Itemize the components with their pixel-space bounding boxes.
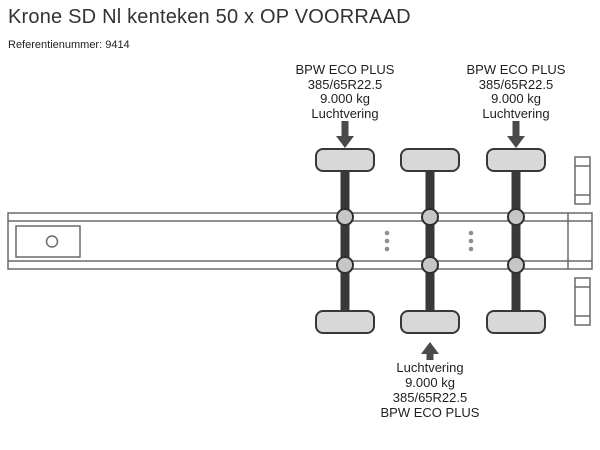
kingpin (45, 235, 59, 248)
wheel-right-3 (486, 310, 546, 334)
wheel-right-2 (400, 310, 460, 334)
chassis-frame (7, 212, 593, 270)
annotation-line: Luchtvering (396, 360, 464, 375)
wheel-left-2 (400, 148, 460, 172)
wheel-right-1 (315, 310, 375, 334)
wheel-left-3 (486, 148, 546, 172)
axle-beam (511, 160, 521, 324)
air-suspension-bellow (336, 208, 354, 226)
annotation-line: BPW ECO PLUS (295, 62, 395, 77)
annotation-line: Luchtvering (482, 105, 550, 121)
axle-beam (340, 160, 350, 324)
annotation-line: 9.000 kg (320, 91, 370, 106)
arrow-up-axle-2-icon (421, 342, 439, 360)
axle-1 (315, 148, 375, 334)
axle-2-annotation: Luchtvering 9.000 kg 385/65R22.5 BPW ECO… (330, 360, 530, 420)
wheel-left-1 (315, 148, 375, 172)
annotation-line: 385/65R22.5 (307, 76, 383, 92)
chassis-outline (7, 212, 593, 270)
annotation-line: Luchtvering (311, 105, 379, 121)
page-title: Krone SD Nl kenteken 50 x OP VOORRAAD (8, 6, 411, 28)
axle-beam (425, 160, 435, 324)
axle-2 (400, 148, 460, 334)
air-suspension-bellow (507, 256, 525, 274)
axle-3-annotation: BPW ECO PLUS 385/65R22.5 9.000 kg Luchtv… (416, 62, 600, 121)
annotation-line: 385/65R22.5 (478, 76, 554, 92)
annotation-line: 385/65R22.5 (392, 390, 468, 405)
air-suspension-bellow (421, 208, 439, 226)
air-suspension-bellow (421, 256, 439, 274)
frame-holes (384, 230, 474, 252)
annotation-line: 9.000 kg (491, 91, 541, 106)
rear-marker-bottom (574, 277, 591, 326)
reference-number: Referentienummer: 9414 (8, 39, 130, 51)
arrow-down-axle-3-icon (507, 121, 525, 148)
annotation-line: BPW ECO PLUS (380, 405, 480, 420)
annotation-line: BPW ECO PLUS (466, 62, 566, 77)
arrow-down-axle-1-icon (336, 121, 354, 148)
annotation-line: 9.000 kg (405, 375, 455, 390)
air-suspension-bellow (336, 256, 354, 274)
kingpin-plate (15, 225, 81, 258)
rear-marker-top (574, 156, 591, 205)
axle-3 (486, 148, 546, 334)
axle-1-annotation: BPW ECO PLUS 385/65R22.5 9.000 kg Luchtv… (245, 62, 445, 121)
air-suspension-bellow (507, 208, 525, 226)
